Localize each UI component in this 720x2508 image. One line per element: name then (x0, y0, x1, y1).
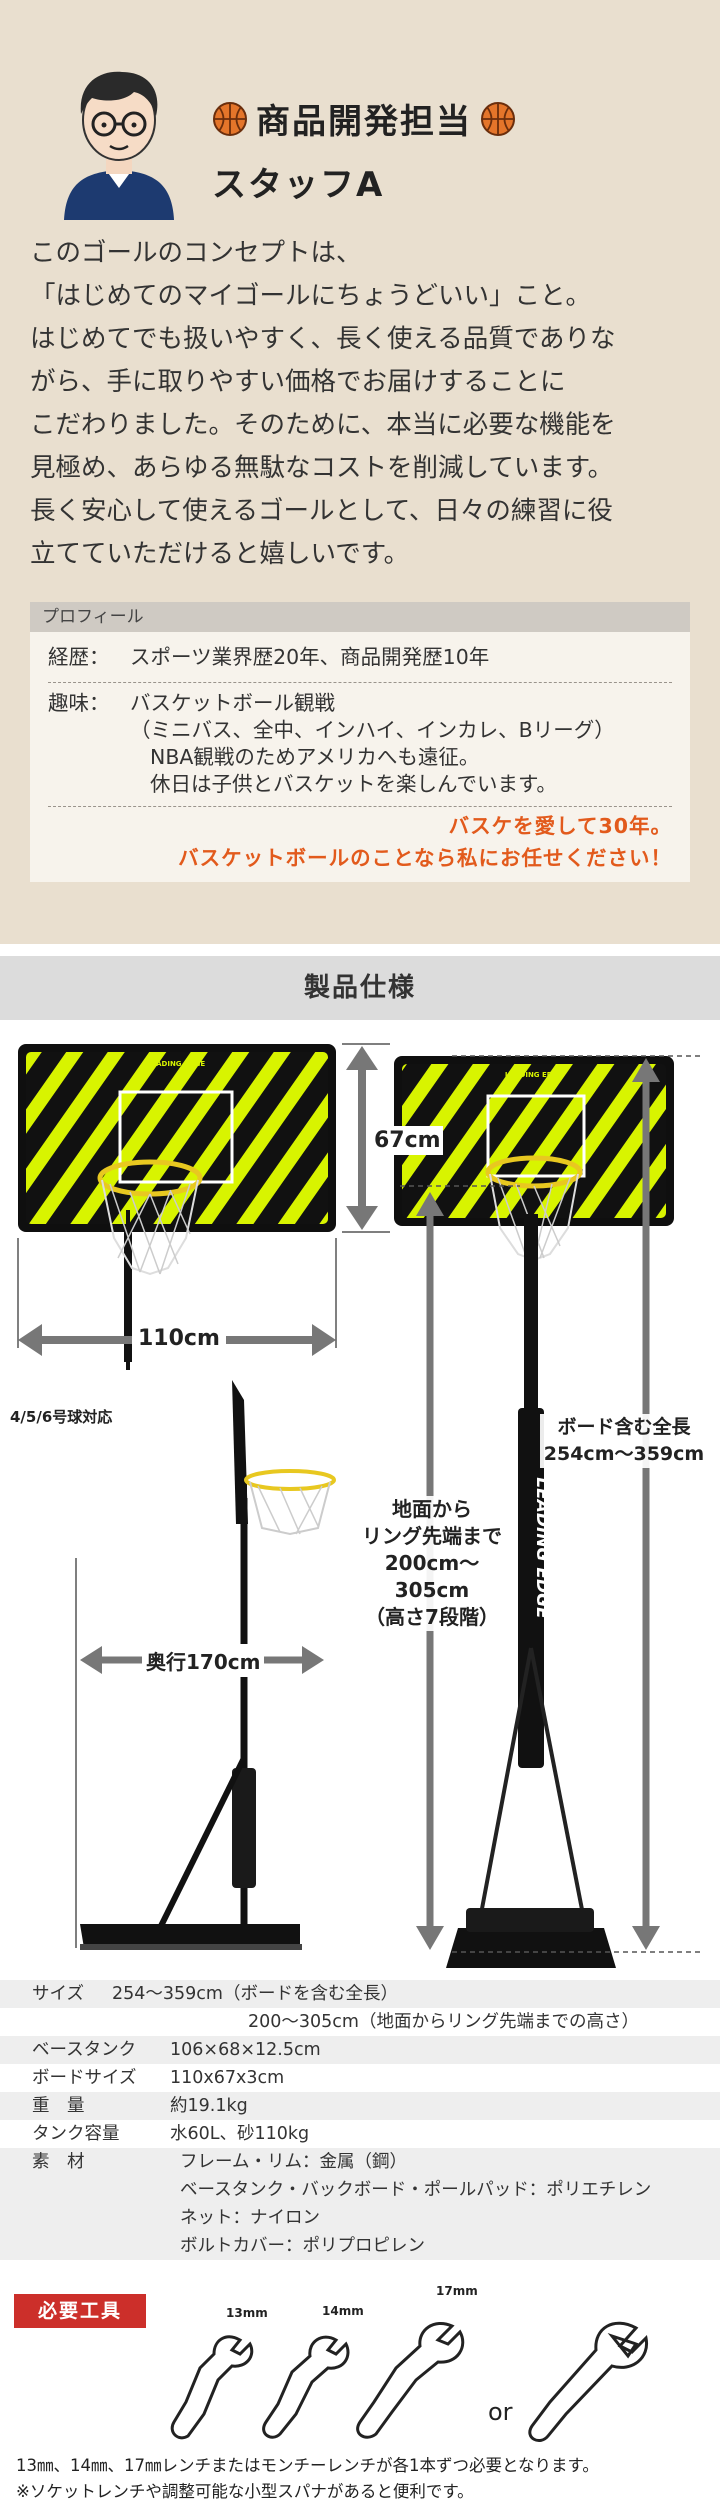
spec-value: 水60L、砂110kg (170, 2124, 310, 2144)
spec-key: 素 材 (32, 2152, 85, 2172)
basketball-icon (481, 101, 515, 136)
board-brand-text: LEADING EDGE (505, 1071, 563, 1079)
table-row: ベースタンク 106×68×12.5cm (0, 2036, 720, 2064)
wrench-14mm-icon (262, 2335, 350, 2439)
divider (48, 806, 672, 807)
adjustable-wrench-icon (528, 2321, 649, 2442)
tools-note-line: ※ソケットレンチや調整可能な小型スパナがあると便利です。 (16, 2482, 474, 2501)
required-tools-section: 必要工具 13mm 14mm 17mm or (0, 2280, 720, 2460)
spec-key: 重 量 (32, 2096, 85, 2116)
total-height-line: ボード含む全長 (557, 1416, 691, 1438)
spec-heading: 製品仕様 (0, 956, 720, 1020)
hobby-line: （ミニバス、全中、インハイ、インカレ、Bリーグ） (130, 718, 615, 742)
front-view-board (18, 1044, 336, 1370)
profile-header: プロフィール (30, 602, 690, 632)
table-row: 重 量 約19.1kg (0, 2092, 720, 2120)
dimension-drawing: LEADING EDGE LEADING EDGE LEADING EDGE (17, 1043, 700, 1968)
ring-height-line: 200cm〜305cm (384, 1551, 480, 1602)
career-value: スポーツ業界歴20年、商品開発歴10年 (130, 645, 490, 669)
promo-line: バスケを愛して30年。 (448, 814, 672, 838)
staff-title-block: 商品開発担当 スタッフA (212, 94, 516, 206)
intro-line: 「はじめてのマイゴールにちょうどいい」こと。 (30, 281, 592, 311)
wrench-size-label: 14mm (322, 2304, 364, 2318)
table-row: サイズ 254〜359cm（ボードを含む全長） (0, 1980, 720, 2008)
intro-line: 長く安心して使えるゴールとして、日々の練習に役 (30, 496, 613, 526)
product-dimension-diagram: LEADING EDGE LEADING EDGE LEADING EDGE 6… (0, 1028, 720, 1968)
wrench-size-label: 13mm (226, 2306, 268, 2320)
side-view-goal (80, 1380, 336, 1950)
hobby-label: 趣味： (48, 691, 110, 715)
profile-career-row: 経歴： スポーツ業界歴20年、商品開発歴10年 (48, 644, 489, 671)
table-row: ボードサイズ 110x67x3cm (0, 2064, 720, 2092)
total-height-label: ボード含む全長 254cm〜359cm (540, 1414, 708, 1468)
hobby-line: バスケットボール観戦 (130, 691, 335, 715)
ring-height-line: リング先端まで (362, 1524, 502, 1548)
spec-key: ボードサイズ (32, 2068, 137, 2088)
staff-role-title: 商品開発担当 (256, 102, 472, 142)
table-row: ベースタンク・バックボード・ポールパッド：ポリエチレン (0, 2176, 720, 2204)
spec-key: タンク容量 (32, 2124, 120, 2144)
depth-label: 奥行170cm (142, 1644, 265, 1677)
staff-section: 商品開発担当 スタッフA このゴールのコンセプトは、 「はじめてのマイゴールにち… (0, 0, 720, 944)
board-width-label: 110cm (132, 1324, 226, 1353)
spec-key: ベースタンク (32, 2040, 137, 2060)
spec-value: ネット：ナイロン (180, 2208, 320, 2228)
spec-value: 106×68×12.5cm (170, 2040, 321, 2060)
intro-line: こだわりました。そのために、本当に必要な機能を (30, 410, 616, 440)
pole-brand-text: LEADING EDGE (532, 1477, 552, 1619)
table-row: 素 材 フレーム・リム：金属（鋼） (0, 2148, 720, 2176)
board-height-label: 67cm (372, 1126, 443, 1155)
wrench-17mm-icon (356, 2322, 465, 2439)
spec-value: ベースタンク・バックボード・ポールパッド：ポリエチレン (180, 2180, 652, 2200)
intro-line: 見極め、あらゆる無駄なコストを削減しています。 (30, 453, 614, 483)
ball-size-label: 4/5/6号球対応 (10, 1408, 113, 1426)
table-row: ボルトカバー：ポリプロピレン (0, 2232, 720, 2260)
board-brand-text: LEADING EDGE (147, 1060, 205, 1068)
ring-height-line: 地面から (392, 1497, 472, 1521)
spec-value: フレーム・リム：金属（鋼） (180, 2152, 407, 2172)
total-height-arrow (632, 1058, 660, 1950)
spec-value: 110x67x3cm (170, 2068, 285, 2088)
career-label: 経歴： (48, 645, 110, 669)
table-row: ネット：ナイロン (0, 2204, 720, 2232)
tools-note-line: 13㎜、14㎜、17㎜レンチまたはモンチーレンチが各1本ずつ必要となります。 (16, 2456, 599, 2475)
wrench-size-label: 17mm (436, 2284, 478, 2298)
staff-avatar-illustration (64, 71, 174, 220)
table-row: タンク容量 水60L、砂110kg (0, 2120, 720, 2148)
intro-line: 立てていただけると嬉しいです。 (30, 539, 410, 569)
staff-name: スタッフA (212, 165, 385, 205)
staff-intro-text: このゴールのコンセプトは、 「はじめてのマイゴールにちょうどいい」こと。 はじめ… (30, 232, 700, 576)
hobby-line: 休日は子供とバスケットを楽しんでいます。 (150, 772, 557, 796)
ring-height-line: （高さ7段階） (365, 1605, 499, 1629)
full-view-goal (394, 1056, 674, 1968)
profile-hobby-row: 趣味： バスケットボール観戦 (48, 690, 335, 717)
spec-table: サイズ 254〜359cm（ボードを含む全長） 200〜305cm（地面からリング… (0, 1980, 720, 2260)
basketball-icon (213, 101, 247, 136)
height-arrow (346, 1046, 378, 1230)
intro-line: がら、手に取りやすい価格でお届けすることに (30, 367, 566, 397)
ring-height-label: 地面から リング先端まで 200cm〜305cm （高さ7段階） (352, 1496, 512, 1631)
wrench-13mm-icon (170, 2335, 254, 2440)
profile-box: プロフィール 経歴： スポーツ業界歴20年、商品開発歴10年 趣味： バスケットボー… (30, 602, 690, 882)
promo-line: バスケットボールのことなら私にお任せください！ (178, 846, 672, 870)
total-height-line: 254cm〜359cm (543, 1443, 705, 1465)
intro-line: このゴールのコンセプトは、 (30, 238, 362, 268)
spec-value: 254〜359cm（ボードを含む全長） (112, 1984, 398, 2004)
wrench-illustrations (170, 2321, 649, 2442)
spec-value: 約19.1kg (170, 2096, 248, 2116)
spec-value: 200〜305cm（地面からリング先端までの高さ） (248, 2012, 639, 2032)
or-text: or (488, 2398, 513, 2426)
spec-key: サイズ (32, 1984, 84, 2004)
required-tools-badge: 必要工具 (14, 2294, 146, 2328)
table-row: 200〜305cm（地面からリング先端までの高さ） (0, 2008, 720, 2036)
intro-line: はじめてでも扱いやすく、長く使える品質でありな (30, 324, 616, 354)
divider (48, 682, 672, 683)
hobby-line: NBA観戦のためアメリカへも遠征。 (150, 745, 480, 769)
spec-value: ボルトカバー：ポリプロピレン (180, 2236, 425, 2256)
